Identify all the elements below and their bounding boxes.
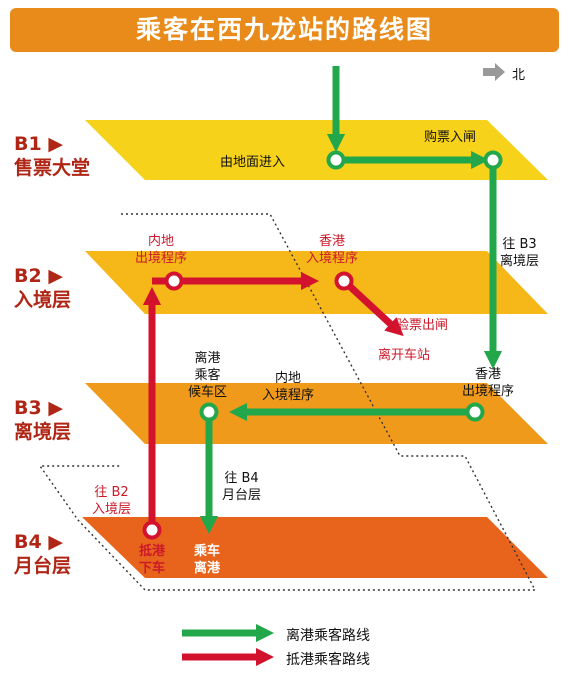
- label-arrive: 抵港下车: [139, 544, 166, 576]
- floor-b3-label: B3 ▶ 离境层: [14, 397, 72, 443]
- floor-b1-label: B1 ▶ 售票大堂: [14, 133, 91, 179]
- floor-b2-label: B2 ▶ 入境层: [14, 265, 72, 311]
- legend-arrival-label: 抵港乘客路线: [286, 652, 370, 668]
- arrival-zone-outline: [38, 213, 537, 591]
- route-node: [483, 150, 503, 170]
- label-board: 乘车离港: [194, 544, 221, 576]
- compass-label: 北: [512, 68, 526, 83]
- north-arrow-icon: [483, 63, 505, 81]
- label-waiting-area: 离港乘客候车区: [188, 351, 228, 400]
- title-banner: 乘客在西九龙站的路线图: [10, 8, 559, 52]
- label-ticket-gate: 购票入闸: [424, 130, 477, 145]
- route-node: [334, 271, 354, 291]
- route-node: [164, 271, 184, 291]
- label-hk-entry: 香港入境程序: [306, 234, 359, 266]
- route-node: [142, 520, 162, 540]
- label-mainland-entry: 内地入境程序: [262, 371, 315, 403]
- floor-b4-label: B4 ▶ 月台层: [14, 531, 72, 577]
- diagram-title: 乘客在西九龙站的路线图: [135, 15, 433, 44]
- legend-departure-label: 离港乘客路线: [286, 628, 370, 644]
- floor-b1-plane: [85, 120, 548, 180]
- route-node: [326, 150, 346, 170]
- label-mainland-exit: 内地出境程序: [135, 234, 188, 266]
- route-node: [199, 402, 219, 422]
- route-node: [465, 402, 485, 422]
- label-enter-ground: 由地面进入: [220, 155, 286, 170]
- label-check-gate: 验票出闸: [396, 318, 449, 333]
- label-leave-station: 离开车站: [378, 348, 431, 363]
- label-hk-exit: 香港出境程序: [462, 367, 515, 399]
- floor-b4-plane: [82, 517, 548, 578]
- arrival-route-segment-3: [341, 278, 404, 337]
